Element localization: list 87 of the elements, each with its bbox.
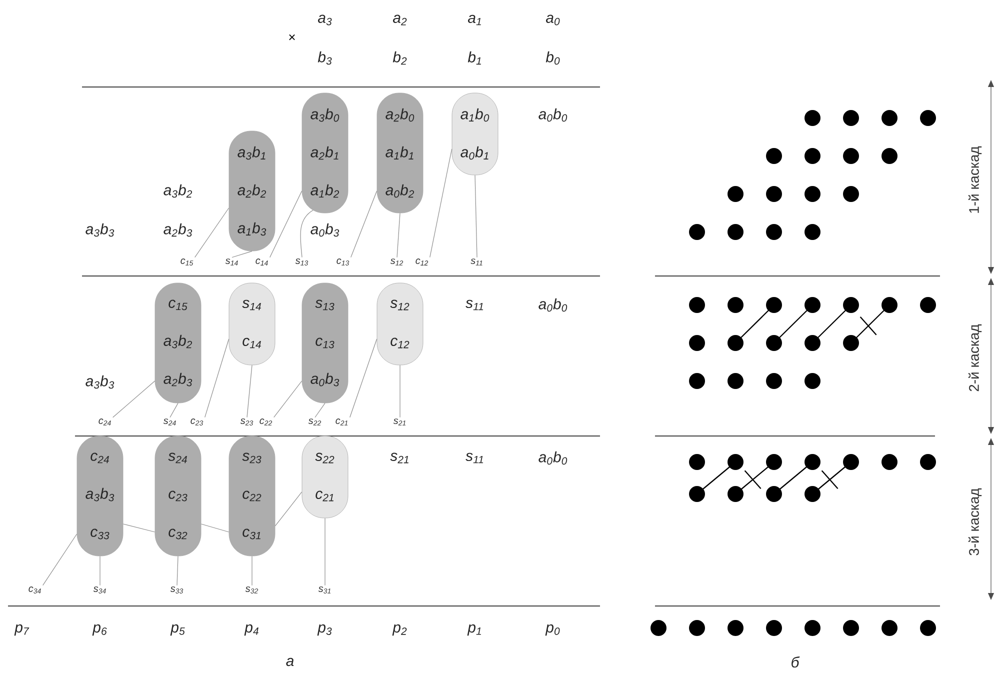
partial-product: a$_{0}$b$_{3}$ <box>310 223 340 237</box>
leader-line <box>324 518 326 586</box>
full-adder-capsule: s$_{13}$ c$_{13}$ a$_{0}$b$_{3}$ <box>302 282 348 404</box>
partial-product: a$_{2}$b$_{3}$ <box>164 223 192 237</box>
operand-bit: a$_{1}$ <box>468 14 481 26</box>
leader-line <box>204 338 230 418</box>
full-adder-capsule: a$_{3}$b$_{0}$ a$_{2}$b$_{1}$ a$_{1}$b$_{2}$ <box>302 92 348 214</box>
panel-label: а <box>286 658 294 666</box>
product-bit: p$_{7}$ <box>14 624 30 636</box>
product-bit: p$_{1}$ <box>467 624 481 636</box>
leader-line <box>176 556 178 586</box>
operand-bit: b$_{1}$ <box>468 51 481 65</box>
output-label: s$_{32}$ <box>245 586 258 594</box>
output-label: s$_{24}$ <box>163 418 176 426</box>
leader-line <box>112 380 156 418</box>
half-adder-capsule: a$_{1}$b$_{0}$ a$_{0}$b$_{1}$ <box>452 92 498 176</box>
stage-label: 2-й каскад <box>968 324 982 392</box>
multiply-sign: × <box>289 34 295 40</box>
partial-sum: s$_{11}$ <box>466 452 484 464</box>
operand-bit: b$_{3}$ <box>318 51 332 65</box>
stage-label: 1-й каскад <box>968 146 982 213</box>
output-label: s$_{13}$ <box>295 258 308 266</box>
leader-line <box>194 208 230 258</box>
partial-product: a$_{3}$b$_{2}$ <box>164 184 192 198</box>
output-label: s$_{14}$ <box>225 258 238 266</box>
operand-bit: b$_{0}$ <box>546 51 560 65</box>
leader-line <box>350 190 378 258</box>
leader-line <box>42 534 78 586</box>
product-bit: p$_{2}$ <box>392 624 407 636</box>
half-adder-capsule: s$_{12}$ c$_{12}$ <box>376 282 424 366</box>
output-label: c$_{23}$ <box>190 418 204 426</box>
full-adder-capsule: c$_{15}$ a$_{3}$b$_{2}$ a$_{2}$b$_{3}$ <box>154 282 202 404</box>
output-label: c$_{13}$ <box>336 258 350 266</box>
output-label: c$_{14}$ <box>256 258 268 266</box>
full-adder-capsule: a$_{3}$b$_{1}$ a$_{2}$b$_{2}$ a$_{1}$b$_{3}$ <box>228 130 276 252</box>
leader-line <box>232 250 252 258</box>
leader-line <box>274 492 302 526</box>
leader-line <box>200 524 230 532</box>
partial-product: a$_{0}$b$_{0}$ <box>538 108 568 122</box>
leader-line <box>170 402 178 418</box>
leader-line <box>246 364 252 418</box>
partial-product: a$_{3}$b$_{3}$ <box>86 375 114 389</box>
product-bit: p$_{0}$ <box>545 624 560 636</box>
product-bit: p$_{3}$ <box>317 624 332 636</box>
output-label: c$_{24}$ <box>98 418 111 426</box>
leader-line <box>300 210 314 258</box>
output-label: s$_{34}$ <box>93 586 106 594</box>
leader-line <box>474 174 478 258</box>
full-adder-capsule: c$_{24}$ a$_{3}$b$_{3}$ c$_{33}$ <box>76 436 124 556</box>
leader-line <box>274 380 302 418</box>
partial-sum: s$_{11}$ <box>466 300 484 310</box>
full-adder-capsule: s$_{23}$ c$_{22}$ c$_{31}$ <box>228 436 276 556</box>
output-label: c$_{15}$ <box>180 258 194 266</box>
stage-label: 3-й каскад <box>968 488 982 556</box>
full-adder-capsule: s$_{24}$ c$_{23}$ c$_{32}$ <box>154 436 202 556</box>
output-label: s$_{31}$ <box>318 586 331 594</box>
operand-bit: a$_{3}$ <box>318 14 332 26</box>
partial-product: a$_{3}$b$_{3}$ <box>86 223 114 237</box>
output-label: s$_{22}$ <box>308 418 322 426</box>
partial-sum: s$_{21}$ <box>390 452 408 464</box>
output-label: s$_{12}$ <box>390 258 404 266</box>
leader-line <box>122 524 156 532</box>
output-label: c$_{34}$ <box>28 586 41 594</box>
partial-product: a$_{0}$b$_{0}$ <box>538 451 568 465</box>
output-label: c$_{22}$ <box>260 418 272 426</box>
leader-line <box>396 212 400 258</box>
output-label: s$_{11}$ <box>470 258 482 266</box>
leader-line <box>314 402 326 418</box>
output-label: s$_{21}$ <box>393 418 406 426</box>
leader-line <box>430 148 452 258</box>
product-bit: p$_{6}$ <box>92 624 107 636</box>
leader-line <box>270 190 302 258</box>
operand-bit: a$_{0}$ <box>546 14 560 26</box>
partial-product: a$_{0}$b$_{0}$ <box>538 298 568 312</box>
output-label: c$_{12}$ <box>416 258 428 266</box>
full-adder-capsule: a$_{2}$b$_{0}$ a$_{1}$b$_{1}$ a$_{0}$b$_{2}$ <box>376 92 424 214</box>
operand-bit: a$_{2}$ <box>393 14 407 26</box>
half-adder-capsule: s$_{22}$ c$_{21}$ <box>302 436 348 518</box>
leader-line <box>350 338 378 418</box>
output-label: s$_{33}$ <box>170 586 184 594</box>
output-label: s$_{23}$ <box>240 418 254 426</box>
panel-label: б <box>792 656 800 668</box>
operand-bit: b$_{2}$ <box>392 51 407 65</box>
half-adder-capsule: s$_{14}$ c$_{14}$ <box>228 282 276 366</box>
output-label: c$_{21}$ <box>336 418 348 426</box>
product-bit: p$_{5}$ <box>170 624 185 636</box>
product-bit: p$_{4}$ <box>244 624 258 636</box>
